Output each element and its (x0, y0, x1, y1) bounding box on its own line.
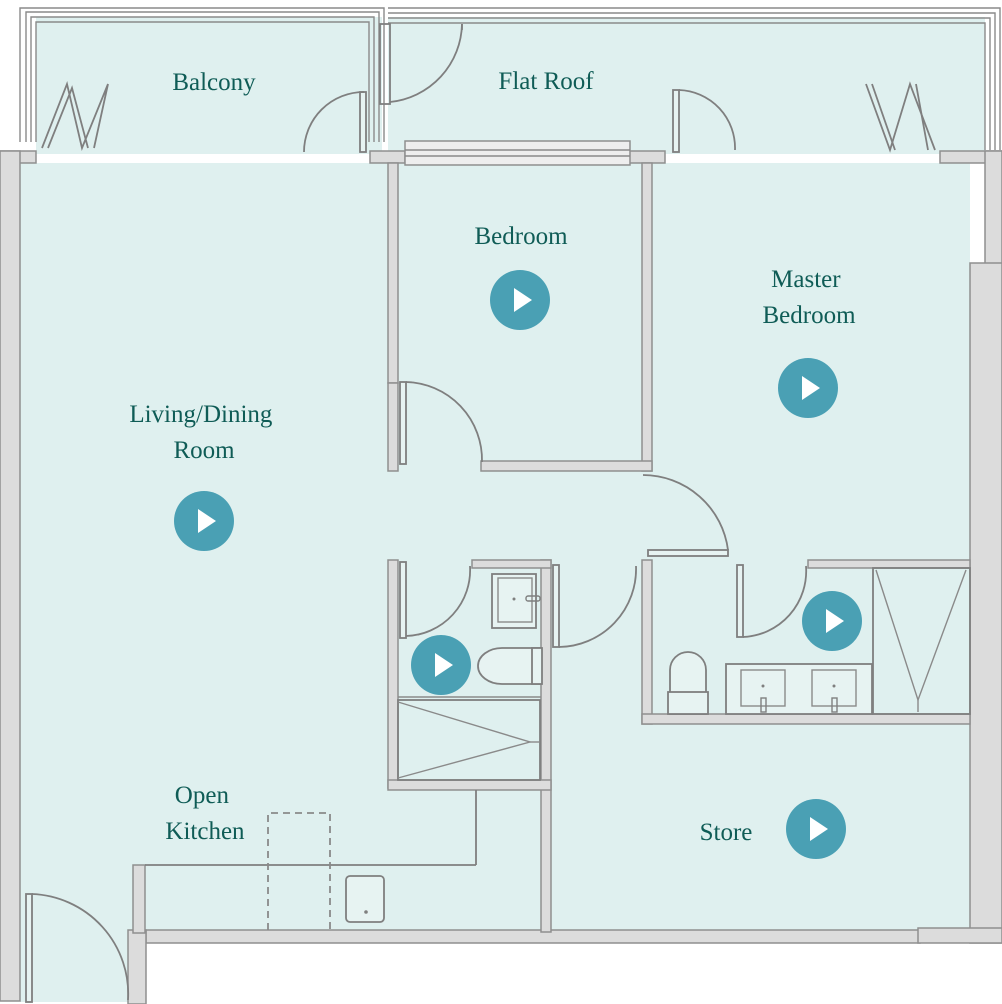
play-icon (435, 653, 453, 677)
play-icon (802, 376, 820, 400)
en-suite-tour-button[interactable] (802, 591, 862, 651)
store-tour-button[interactable] (786, 799, 846, 859)
doors (25, 23, 936, 1003)
fixtures (267, 567, 971, 930)
play-icon (810, 817, 828, 841)
play-icon (514, 288, 532, 312)
flat-roof-floor (388, 17, 985, 154)
entrance-floor (20, 930, 146, 1002)
living-dining-room-tour-button[interactable] (174, 491, 234, 551)
master-bedroom-label: Master Bedroom (762, 266, 856, 329)
balcony-floor (36, 17, 382, 154)
store-label: Store (700, 819, 753, 846)
play-icon (826, 609, 844, 633)
walls (0, 140, 1002, 1004)
bedroom-tour-button[interactable] (490, 270, 550, 330)
open-kitchen-label: Open Kitchen (165, 782, 245, 845)
living-dining-room-label: Living/Dining Room (129, 401, 278, 464)
tour-buttons (174, 270, 862, 859)
balcony-label: Balcony (172, 69, 256, 96)
parapets (19, 7, 1001, 150)
room-labels: Balcony Flat Roof Bedroom Master Bedroom… (129, 68, 856, 846)
bathroom-tour-button[interactable] (411, 635, 471, 695)
master-bedroom-tour-button[interactable] (778, 358, 838, 418)
bedroom-label: Bedroom (474, 223, 568, 250)
play-icon (198, 509, 216, 533)
flat-roof-label: Flat Roof (498, 68, 594, 95)
